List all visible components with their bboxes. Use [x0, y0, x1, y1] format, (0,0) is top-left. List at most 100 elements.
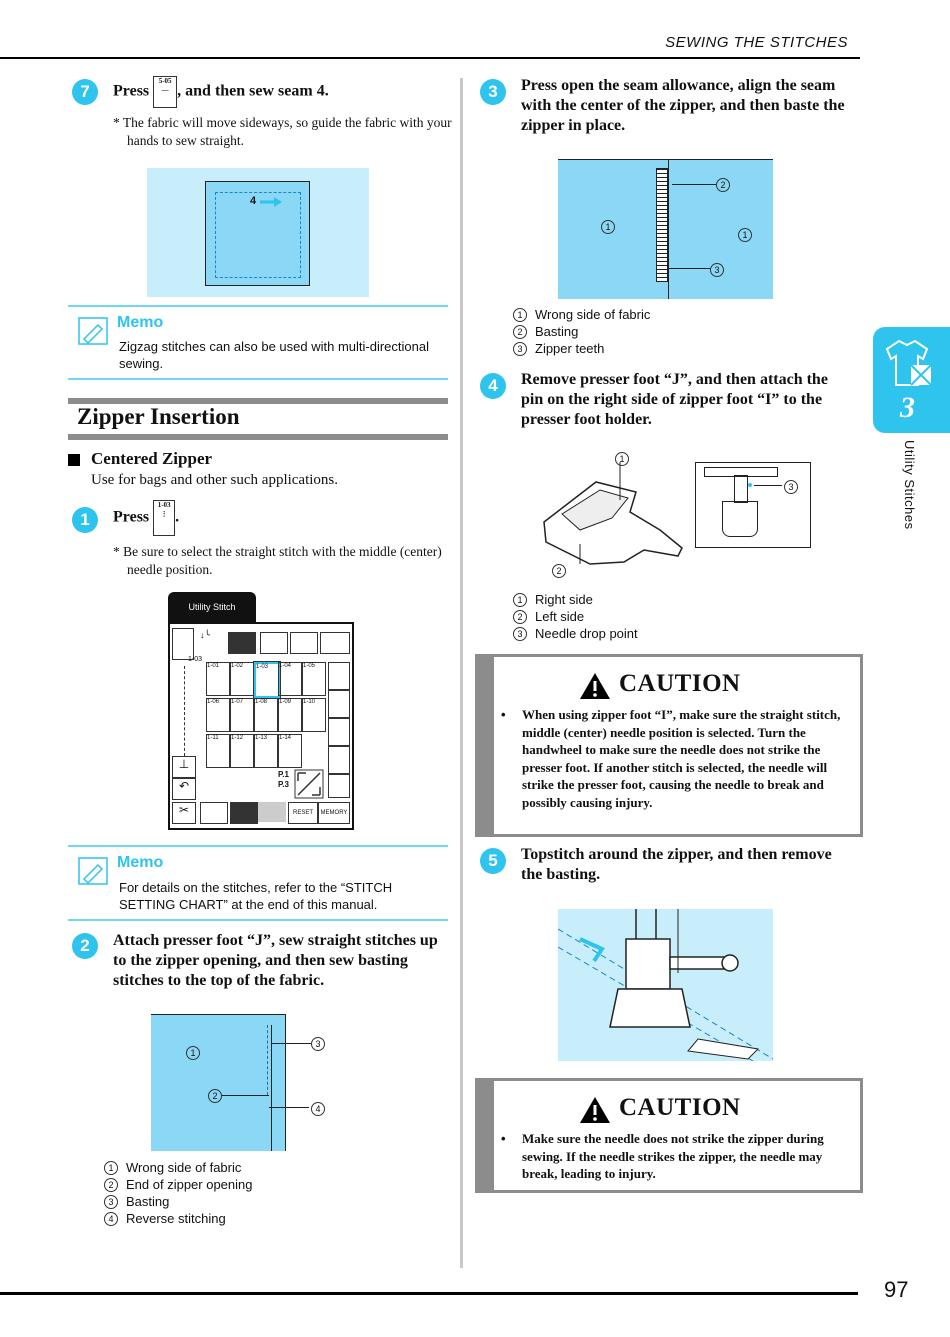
leader-2 — [672, 184, 716, 185]
memo-2-top-rule — [68, 845, 448, 847]
figure-seam-4: 4 — [147, 168, 369, 297]
leader-3 — [668, 268, 710, 269]
step-number-3: 3 — [480, 79, 506, 105]
stitch-key[interactable]: 1-12 — [230, 734, 254, 768]
screen-scissors-icon[interactable]: ✂ — [172, 802, 196, 824]
step-1-text-after: . — [175, 508, 180, 526]
legend-item: Right side — [535, 592, 593, 607]
stitch-key[interactable]: 1-10 — [302, 698, 326, 732]
step-5-instruction: Topstitch around the zipper, and then re… — [521, 846, 832, 883]
legend-item: Wrong side of fabric — [126, 1160, 242, 1175]
callout-2: 2 — [208, 1089, 222, 1103]
caution-2-title: CAUTION — [619, 1094, 741, 1121]
side-stitch-key[interactable] — [328, 774, 350, 798]
stitch-key[interactable]: 1-08 — [254, 698, 278, 732]
step-4-instruction: Remove presser foot “J”, and then attach… — [521, 371, 828, 428]
stitch-key[interactable]: 1-06 — [206, 698, 230, 732]
stitch-key[interactable]: 1-01 — [206, 662, 230, 696]
page-arrow-icon[interactable] — [294, 769, 324, 799]
legend-num: 2 — [513, 325, 527, 339]
stitch-key[interactable]: 1-11 — [206, 734, 230, 768]
legend-item: Reverse stitching — [126, 1211, 226, 1226]
legend-num: 3 — [513, 627, 527, 641]
legend-item: Basting — [535, 324, 579, 339]
callout-4: 4 — [311, 1102, 325, 1116]
stitch-key[interactable]: 1-05 — [302, 662, 326, 696]
fabric-square — [205, 181, 310, 286]
stitch-key[interactable]: 1-14 — [278, 734, 302, 768]
legend-num: 1 — [104, 1161, 118, 1175]
square-bullet-icon — [68, 454, 80, 466]
legend-num: 1 — [513, 308, 527, 322]
callout-1-right: 1 — [738, 228, 752, 242]
legend-num: 2 — [513, 610, 527, 624]
section-bar-bottom — [68, 434, 448, 440]
bullet: • — [501, 707, 506, 722]
memory-button[interactable]: MEMORY — [318, 802, 350, 824]
chapter-tab[interactable]: 3 — [873, 327, 950, 433]
step-3-instruction: Press open the seam allowance, align the… — [521, 77, 845, 134]
callout-1: 1 — [615, 452, 629, 466]
caution-1-text: When using zipper foot “I”, make sure th… — [522, 707, 841, 810]
leader-4 — [269, 1107, 309, 1108]
section-bar-top — [68, 398, 448, 404]
memo-pencil-icon — [78, 317, 108, 345]
memo-pencil-icon — [78, 857, 108, 885]
screen-needle-icon[interactable] — [172, 628, 194, 660]
stitch-key[interactable]: 1-04 — [278, 662, 302, 696]
memo-1-title: Memo — [117, 314, 164, 331]
screen-needle-position-icon[interactable] — [230, 802, 258, 824]
caution-box-1: CAUTION • When using zipper foot “I”, ma… — [475, 654, 863, 837]
column-divider — [460, 78, 463, 1268]
legend-item: Needle drop point — [535, 626, 638, 641]
legend-num: 3 — [513, 342, 527, 356]
memo-2-text: For details on the stitches, refer to th… — [119, 880, 393, 912]
stitch-key[interactable]: 1-02 — [230, 662, 254, 696]
stitch-key-5-05[interactable]: 5-05— — [153, 76, 178, 108]
step-number-2: 2 — [72, 933, 98, 959]
screen-mirror-icon[interactable] — [200, 802, 228, 824]
callout-2: 2 — [716, 178, 730, 192]
stitch-key[interactable]: 1-09 — [278, 698, 302, 732]
holder-bar — [704, 467, 778, 477]
screen-tab-utility-stitch[interactable]: Utility Stitch — [168, 592, 256, 622]
basting-line — [267, 1025, 269, 1095]
screen-current-stitch: 1-03 — [188, 656, 203, 663]
memo-1-bottom-rule — [68, 378, 448, 380]
side-stitch-key[interactable] — [328, 690, 350, 718]
screen-blank-area — [258, 802, 286, 822]
stitch-key[interactable]: 1-13 — [254, 734, 278, 768]
stitch-key[interactable]: 1-07 — [230, 698, 254, 732]
legend-item: End of zipper opening — [126, 1177, 253, 1192]
screen-settings-icon[interactable] — [320, 632, 350, 654]
screen-lock-icon[interactable] — [260, 632, 288, 654]
screen-loop-icon[interactable]: ↶ — [172, 778, 196, 800]
stitch-key-1-03[interactable]: 1-03⋮ — [153, 500, 176, 536]
step-1-instruction: Press 1-03⋮. — [113, 500, 433, 536]
screen-stitch-preview — [184, 666, 186, 756]
step-2-instruction: Attach presser foot “J”, sew straight st… — [113, 932, 438, 989]
seam-line — [271, 1025, 273, 1151]
side-stitch-key[interactable] — [328, 718, 350, 746]
header-rule — [0, 57, 860, 59]
figure-zipper-basted — [558, 159, 773, 299]
stitch-key-label: 1-03 — [157, 501, 171, 509]
reset-button[interactable]: RESET — [288, 802, 318, 824]
footer-rule — [0, 1292, 858, 1295]
screen-mode-button[interactable] — [228, 632, 256, 654]
stitch-key-selected[interactable]: 1-03 — [253, 661, 281, 699]
subsection-text: Use for bags and other such applications… — [91, 472, 339, 488]
side-stitch-key[interactable] — [328, 662, 350, 690]
screen-thread-icon[interactable] — [290, 632, 318, 654]
screen-stitch-width-icon: ↓╰ — [200, 630, 210, 640]
leader-3 — [271, 1043, 311, 1044]
legend-item: Basting — [126, 1194, 170, 1209]
memo-2-bottom-rule — [68, 919, 448, 921]
shank — [734, 475, 748, 503]
zipper-teeth — [656, 168, 668, 282]
screen-reverse-icon[interactable]: ⊥ — [172, 756, 196, 778]
step-number-4: 4 — [480, 373, 506, 399]
side-stitch-key[interactable] — [328, 746, 350, 774]
